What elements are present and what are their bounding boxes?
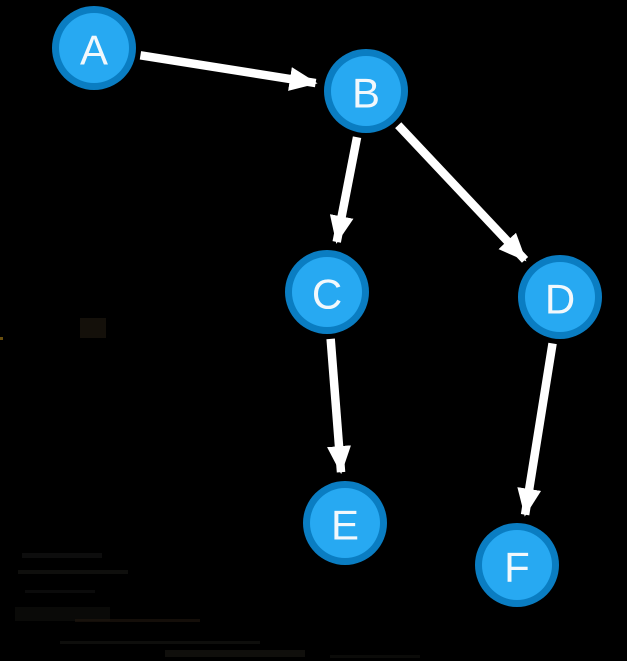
node-inner-circle: [59, 13, 129, 83]
node-inner-circle: [310, 488, 380, 558]
edge-C-E: [326, 338, 351, 475]
edge-B-C: [329, 136, 362, 244]
node-inner-circle: [331, 56, 401, 126]
node-inner-circle: [292, 257, 362, 327]
node-B[interactable]: B: [324, 49, 408, 133]
edge-B-D: [395, 122, 529, 263]
edges-layer: [139, 51, 557, 517]
node-A[interactable]: A: [52, 6, 136, 90]
node-E[interactable]: E: [303, 481, 387, 565]
edge-A-B: [139, 51, 318, 91]
edge-D-F: [517, 342, 557, 517]
node-C[interactable]: C: [285, 250, 369, 334]
node-F[interactable]: F: [475, 523, 559, 607]
node-inner-circle: [482, 530, 552, 600]
node-inner-circle: [525, 262, 595, 332]
node-D[interactable]: D: [518, 255, 602, 339]
nodes-layer: A B C D E F: [52, 6, 602, 607]
